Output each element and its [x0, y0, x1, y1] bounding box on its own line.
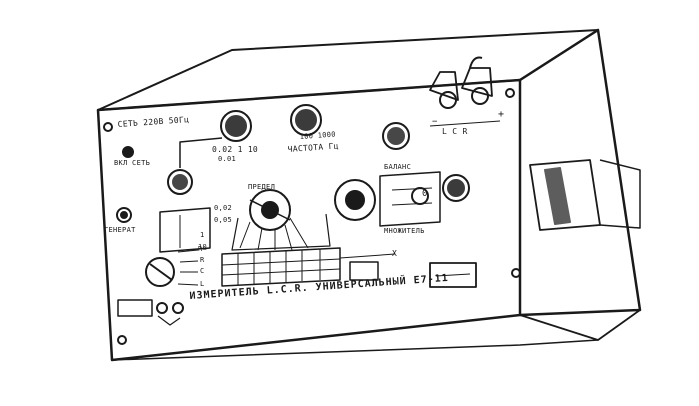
multiplier-label: МНОЖИТЕЛЬ: [384, 227, 425, 235]
screw-icon: [511, 268, 521, 278]
left-scale-mid: 0,05: [214, 216, 233, 224]
scale-right-value: 0: [422, 189, 428, 199]
balance-dial[interactable]: [334, 179, 376, 221]
screw-icon: [117, 335, 127, 345]
left-scale-unit: 10: [198, 243, 208, 251]
left-scale: [159, 207, 211, 253]
minus-label: −: [432, 117, 438, 127]
balance-scale: [379, 171, 441, 227]
terminal-posts[interactable]: [429, 56, 493, 109]
mode-plus-label: R=: [198, 245, 208, 253]
terminals-label: L C R: [442, 127, 468, 136]
multiplier-knob[interactable]: [442, 174, 470, 202]
freq-scale-label: ПРЕДЕЛ: [248, 183, 276, 191]
left-scale-bot: 1: [200, 231, 205, 239]
key-matrix[interactable]: [221, 247, 341, 287]
meter-icon: [429, 262, 477, 288]
mode-c-label: C: [200, 267, 205, 275]
left-scale-top: 0,02: [214, 204, 233, 212]
screw-icon: [103, 122, 113, 132]
generator-jack[interactable]: [116, 207, 132, 223]
ground-terminal[interactable]: [156, 302, 184, 326]
power-switch-label: ВКЛ СЕТЬ: [114, 159, 151, 167]
screw-icon: [505, 88, 515, 98]
generator-label: ГЕНЕРАТ: [104, 226, 136, 234]
frequency-knob[interactable]: [290, 104, 322, 136]
plus-label: +: [498, 109, 505, 120]
mode-selector[interactable]: [145, 249, 199, 287]
sensitivity-knob[interactable]: [382, 122, 410, 150]
power-switch[interactable]: [122, 146, 134, 158]
range-switch-sublabel: 0.01: [218, 155, 237, 163]
case-top: [97, 29, 599, 111]
bottom-switch[interactable]: [117, 299, 153, 317]
mode-l-label: L: [200, 280, 205, 288]
left-knob[interactable]: [167, 169, 193, 195]
range-dial[interactable]: [249, 189, 291, 231]
range-knob[interactable]: [220, 110, 252, 142]
indicator-window: [349, 261, 379, 281]
case-side: [519, 28, 642, 317]
balance-label: БАЛАНС: [384, 163, 412, 171]
mode-r-label: R: [200, 256, 205, 264]
x-mark: X: [392, 249, 398, 258]
range-switch-label: 0.02 1 10: [212, 145, 259, 154]
